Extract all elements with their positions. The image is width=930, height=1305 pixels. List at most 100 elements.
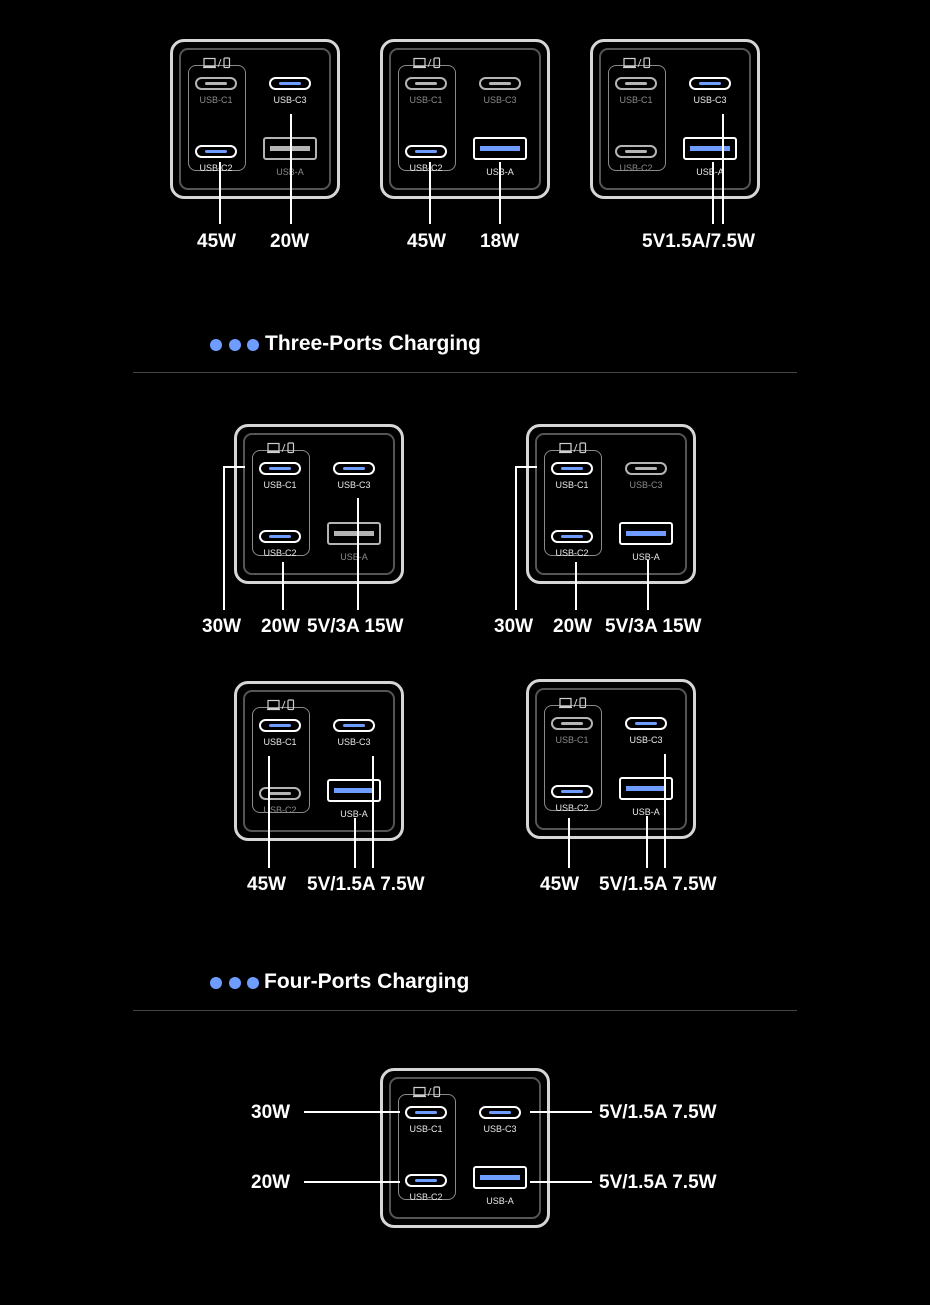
connector-line: [304, 1111, 400, 1113]
usb-c2-port: [259, 530, 301, 543]
usb-c3-label: USB-C3: [629, 735, 663, 745]
two-port-diagram-3: USB-C1 USB-C2 USB-C3 USB-A: [590, 39, 760, 199]
usb-c1-label: USB-C1: [263, 480, 297, 490]
connector-line: [268, 756, 270, 868]
charger-body: [526, 424, 696, 584]
usb-c3-label: USB-C3: [273, 95, 307, 105]
connector-line: [515, 466, 537, 468]
wattage-label: 30W: [494, 616, 534, 637]
usb-c-group-bracket: [252, 707, 310, 813]
charger-body: [590, 39, 760, 199]
charger-face: [179, 48, 331, 190]
connector-line: [646, 816, 648, 868]
wattage-label: 5V/1.5A 7.5W: [307, 874, 425, 895]
usb-c2-port: [551, 530, 593, 543]
usb-a-port: [473, 137, 527, 160]
usb-c1-label: USB-C1: [555, 735, 589, 745]
usb-c3-label: USB-C3: [693, 95, 727, 105]
wattage-label: 45W: [407, 231, 447, 252]
usb-c3-port: [333, 462, 375, 475]
usb-c-group-bracket: [252, 450, 310, 556]
usb-a-label: USB-A: [260, 167, 320, 177]
usb-c2-label: USB-C2: [409, 163, 443, 173]
usb-c-group-bracket: [398, 1094, 456, 1200]
connector-line: [357, 498, 359, 610]
usb-c2-label: USB-C2: [555, 803, 589, 813]
two-port-diagram-2: USB-C1 USB-C2 USB-C3 USB-A: [380, 39, 550, 199]
usb-c2-port: [259, 787, 301, 800]
usb-c2-port: [195, 145, 237, 158]
connector-line: [219, 162, 221, 224]
wattage-label: 45W: [540, 874, 580, 895]
wattage-label: 30W: [202, 616, 242, 637]
usb-c2-port: [615, 145, 657, 158]
usb-c-group-bracket: [188, 65, 246, 171]
connector-line: [429, 162, 431, 224]
usb-a-label: USB-A: [632, 807, 660, 817]
usb-c2-label: USB-C2: [263, 805, 297, 815]
connector-line: [712, 162, 714, 224]
charger-face: [389, 1077, 541, 1219]
usb-c3-port: [479, 1106, 521, 1119]
usb-a-label: USB-A: [486, 1196, 514, 1206]
usb-c2-label: USB-C2: [409, 1192, 443, 1202]
connector-line: [290, 114, 292, 224]
laptop-phone-icon: [203, 57, 231, 69]
charger-body: [380, 39, 550, 199]
usb-c3-port: [689, 77, 731, 90]
wattage-label: 5V/1.5A 7.5W: [599, 1102, 717, 1123]
usb-c1-port: [615, 77, 657, 90]
usb-a-port: [473, 1166, 527, 1189]
connector-line: [530, 1111, 592, 1113]
usb-c1-port: [405, 1106, 447, 1119]
connector-line: [499, 162, 501, 224]
usb-c2-label: USB-C2: [619, 163, 653, 173]
connector-line: [304, 1181, 400, 1183]
connector-line: [664, 754, 666, 868]
bullet-dot: [210, 977, 222, 989]
usb-c3-label: USB-C3: [337, 737, 371, 747]
connector-line: [223, 466, 225, 610]
connector-line: [647, 560, 649, 610]
usb-c3-port: [625, 717, 667, 730]
usb-c1-port: [259, 462, 301, 475]
three-port-diagram-3: USB-C1 USB-C2 USB-C3 USB-A: [234, 681, 404, 841]
usb-c-group-bracket: [608, 65, 666, 171]
charger-body: [234, 681, 404, 841]
four-port-diagram: USB-C1 USB-C2 USB-C3 USB-A: [380, 1068, 550, 1228]
usb-c-group-bracket: [398, 65, 456, 171]
usb-a-port: [619, 777, 673, 800]
usb-a-label: USB-A: [340, 809, 368, 819]
connector-line: [722, 114, 724, 224]
usb-c3-port: [625, 462, 667, 475]
bullet-dot: [229, 339, 241, 351]
charger-face: [535, 433, 687, 575]
usb-c2-label: USB-C2: [199, 163, 233, 173]
usb-a-port: [327, 779, 381, 802]
connector-line: [575, 562, 577, 610]
laptop-phone-icon: [623, 57, 651, 69]
wattage-label: 20W: [251, 1172, 291, 1193]
connector-line: [515, 466, 517, 610]
usb-a-port: [327, 522, 381, 545]
charger-body: [380, 1068, 550, 1228]
connector-line: [223, 466, 245, 468]
usb-c3-port: [269, 77, 311, 90]
connector-line: [354, 818, 356, 868]
usb-a-port: [683, 137, 737, 160]
usb-a-label: USB-A: [340, 552, 368, 562]
wattage-label: 20W: [261, 616, 301, 637]
connector-line: [568, 818, 570, 868]
usb-c3-port: [479, 77, 521, 90]
bullet-dot: [247, 977, 259, 989]
connector-line: [282, 562, 284, 610]
connector-line: [530, 1181, 592, 1183]
charger-face: [535, 688, 687, 830]
usb-c1-port: [405, 77, 447, 90]
usb-c-group-bracket: [544, 705, 602, 811]
laptop-phone-icon: [413, 1086, 441, 1098]
usb-c3-label: USB-C3: [483, 95, 517, 105]
usb-c2-port: [551, 785, 593, 798]
laptop-phone-icon: [559, 697, 587, 709]
usb-a-port: [619, 522, 673, 545]
